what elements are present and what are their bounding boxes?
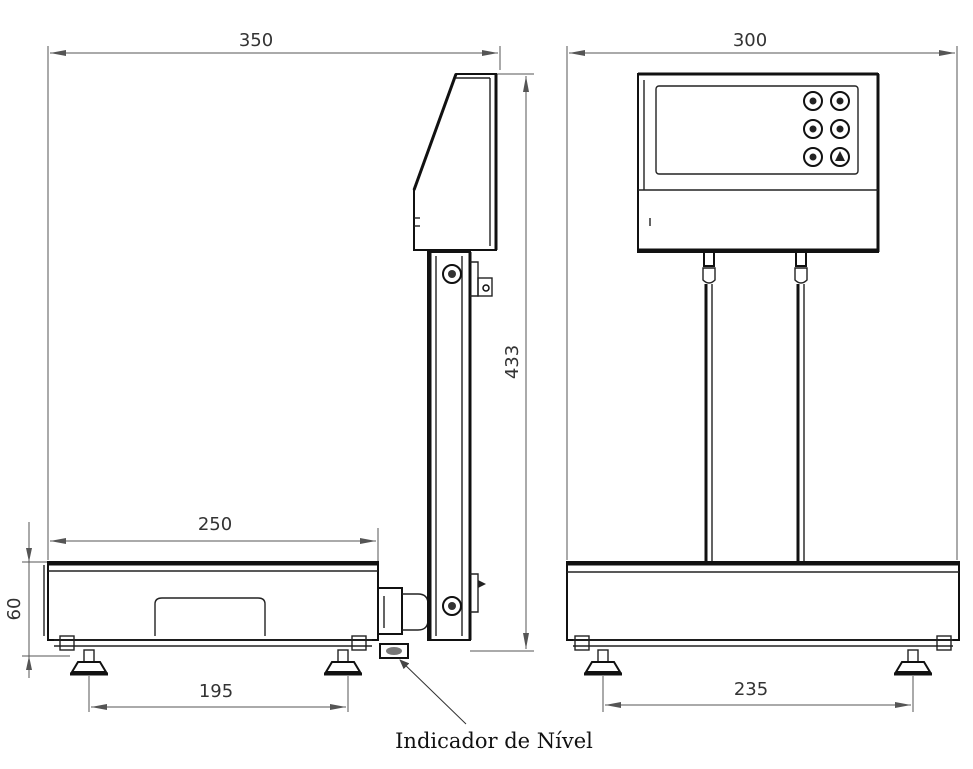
dimension-433: 433 [470,73,534,652]
key-button[interactable] [830,147,850,167]
arrow-head [523,76,529,92]
front-left-foot [584,649,622,676]
leader-line [399,659,467,725]
level-indicator-label: Indicador de Nível [395,729,593,753]
side-view: 350 433 250 60 [4,30,534,712]
dimension-label-60: 60 [4,598,25,621]
key-button[interactable] [803,147,823,167]
corner-block [351,635,367,651]
tilt-knob-icon [442,264,462,284]
keypad [803,91,850,167]
indicator-head-side [412,73,498,251]
arrow-head [895,702,911,708]
arrow-head [939,50,955,56]
level-indicator-icon [379,643,409,659]
arrow-head [330,704,346,710]
dimension-label-235: 235 [734,679,768,700]
vertical-column [427,251,493,641]
support-posts [702,251,808,562]
arrow-head [50,538,66,544]
dimension-label-195: 195 [199,681,233,702]
column-connector [377,587,429,635]
left-foot [70,649,108,676]
dimension-label-350: 350 [239,30,273,51]
arrow-head [569,50,585,56]
front-right-foot [894,649,932,676]
front-view: 300 [566,30,960,712]
front-platform-base [566,561,960,641]
dimension-label-300: 300 [733,30,767,51]
arrow-head [26,548,32,562]
bottom-bracket [470,573,479,613]
arrow-head [605,702,621,708]
dimension-235: 235 [602,676,914,712]
key-button[interactable] [830,91,850,111]
level-indicator-callout: Indicador de Nível [395,659,593,753]
arrow-head [50,50,66,56]
arrow-head [26,656,32,670]
arrow-head [360,538,376,544]
platform-base [47,561,379,641]
indicator-head-front [637,72,880,253]
dimension-label-250: 250 [198,514,232,535]
arrow-head [91,704,107,710]
arrow-head [523,633,529,649]
dimension-195: 195 [88,676,349,712]
dimension-label-433: 433 [502,345,523,379]
dimension-350: 350 [50,30,498,56]
dimension-300: 300 [569,30,955,56]
key-button[interactable] [803,119,823,139]
display-window [655,85,859,175]
tilt-knob-icon [442,596,462,616]
right-foot [324,649,362,676]
key-button[interactable] [830,119,850,139]
corner-block [59,635,75,651]
dimension-60: 60 [4,522,70,678]
key-button[interactable] [803,91,823,111]
dimension-250: 250 [50,514,379,566]
arrow-head [482,50,498,56]
handle-slot [154,597,266,636]
